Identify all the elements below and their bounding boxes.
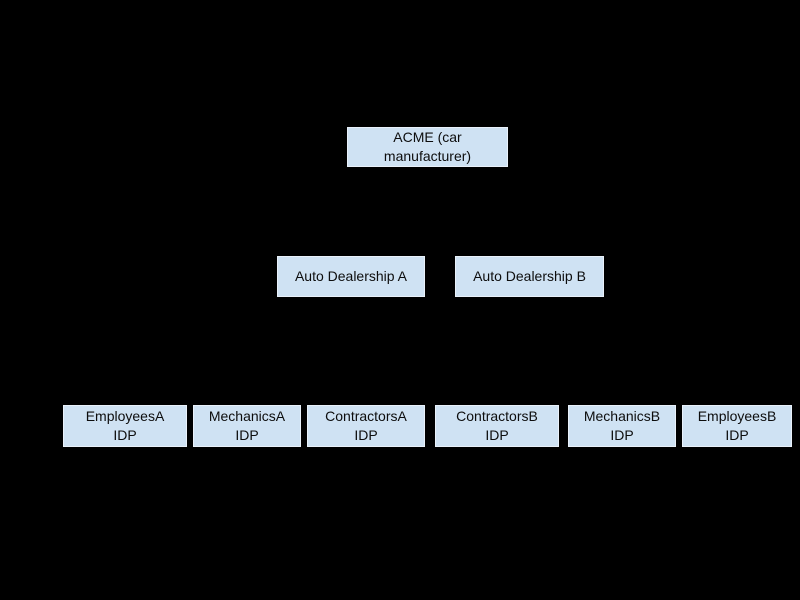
- node-contractors-b-idp: ContractorsB IDP: [435, 405, 559, 447]
- node-employees-a-idp: EmployeesA IDP: [63, 405, 187, 447]
- node-label-line: ContractorsB: [456, 408, 538, 424]
- node-label-line: manufacturer): [383, 148, 472, 164]
- node-label-line: ACME (car: [393, 129, 462, 145]
- node-label-line: IDP: [610, 427, 634, 443]
- node-mechanics-b-idp: MechanicsB IDP: [568, 405, 676, 447]
- node-label-line: EmployeesB: [697, 408, 777, 424]
- node-acme: ACME (car manufacturer): [347, 127, 508, 167]
- node-label-line: IDP: [235, 427, 259, 443]
- node-employees-b-idp: EmployeesB IDP: [682, 405, 792, 447]
- node-auto-dealership-a: Auto Dealership A: [277, 256, 425, 297]
- node-label-line: EmployeesA: [85, 408, 165, 424]
- node-label-line: ContractorsA: [325, 408, 407, 424]
- node-label-line: IDP: [485, 427, 509, 443]
- node-label-line: MechanicsA: [208, 408, 286, 424]
- node-label-line: Auto Dealership B: [473, 268, 586, 284]
- node-label-line: IDP: [113, 427, 137, 443]
- node-auto-dealership-b: Auto Dealership B: [455, 256, 604, 297]
- node-label-line: IDP: [725, 427, 749, 443]
- node-label-line: MechanicsB: [583, 408, 661, 424]
- node-mechanics-a-idp: MechanicsA IDP: [193, 405, 301, 447]
- node-label-line: Auto Dealership A: [294, 268, 408, 284]
- node-contractors-a-idp: ContractorsA IDP: [307, 405, 425, 447]
- node-label-line: IDP: [354, 427, 378, 443]
